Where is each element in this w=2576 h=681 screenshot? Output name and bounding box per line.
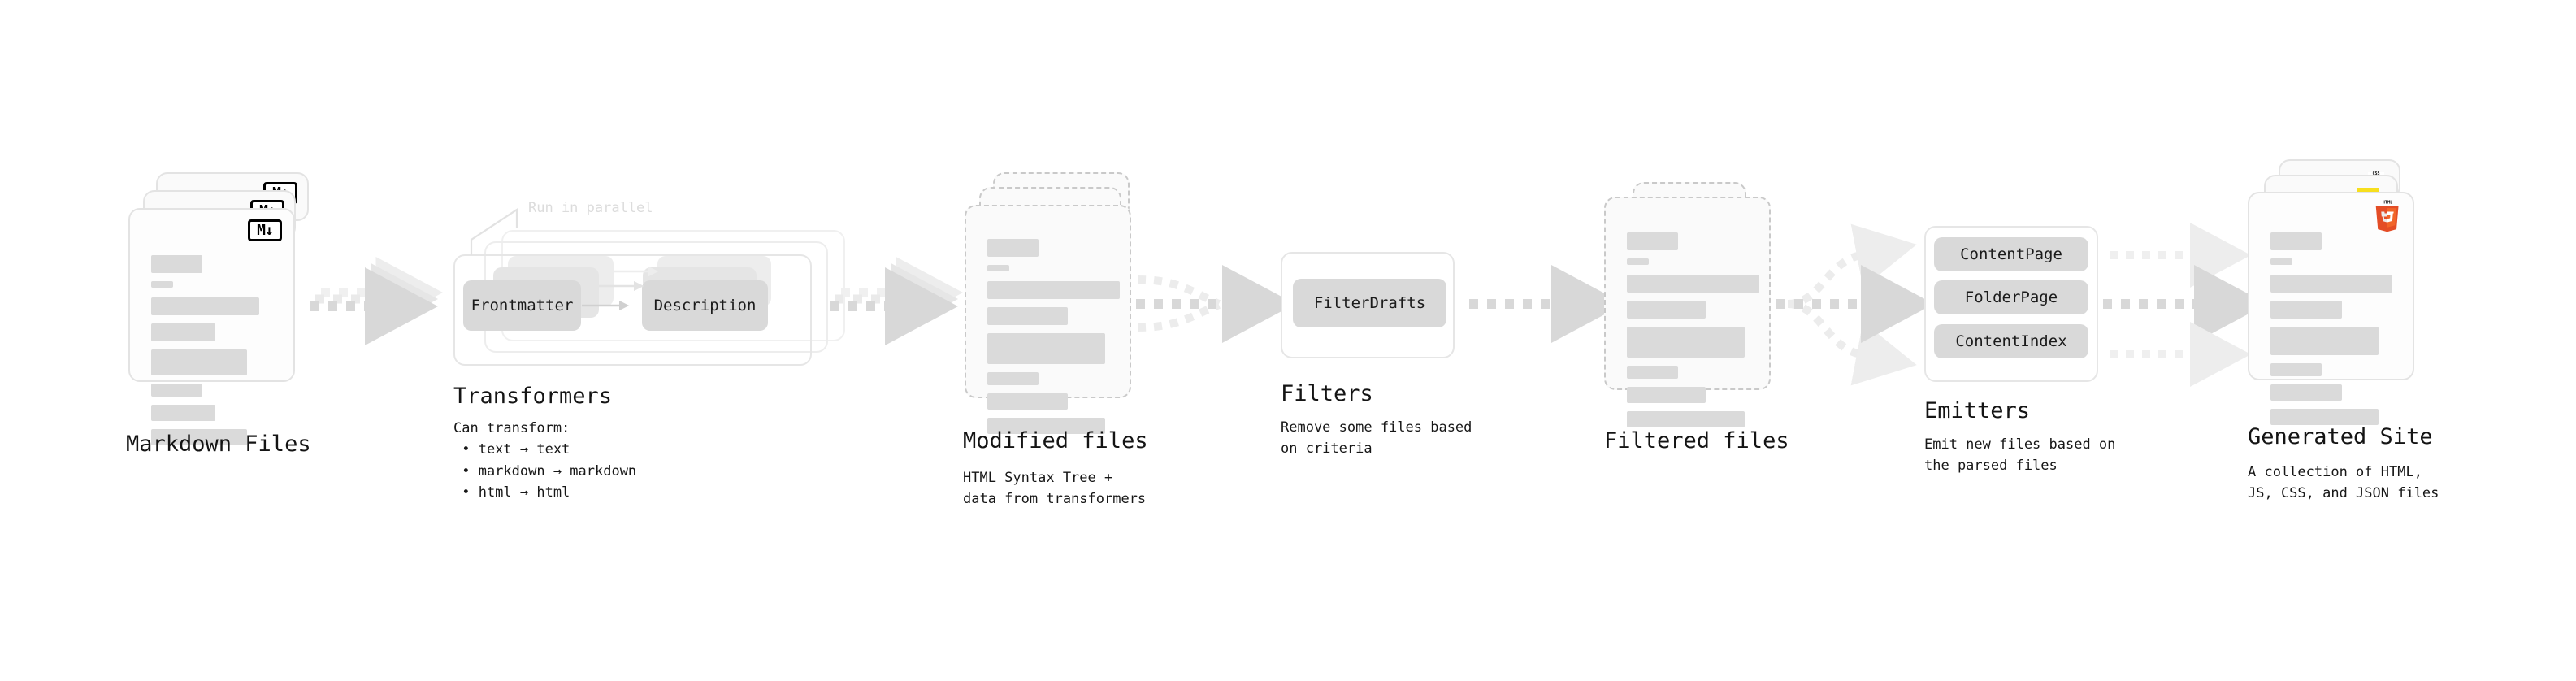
css3-icon-label: CSS	[2372, 171, 2380, 176]
transformer-chip-frontmatter[interactable]: Frontmatter	[463, 280, 581, 331]
markdown-card-front: M↓	[128, 208, 295, 445]
page-title-filtered-files: Filtered files	[1604, 428, 1789, 453]
filters-subtitle: Remove some files based on criteria	[1281, 419, 1472, 458]
modified-files-subtitle: HTML Syntax Tree + data from transformer…	[963, 470, 1147, 508]
modified-card-front	[965, 205, 1131, 434]
svg-text:HTML: HTML	[2383, 201, 2392, 206]
connector-filtered-to-emitters	[1776, 223, 1934, 386]
emitters-subtitle: Emit new files based on the parsed files	[1924, 436, 2116, 475]
document-lines	[987, 239, 1120, 442]
emitter-chip-contentindex-label: ContentIndex	[1955, 332, 2067, 350]
generated-site-subtitle: A collection of HTML, JS, CSS, and JSON …	[2248, 464, 2439, 502]
connector-emitters-to-site	[2103, 223, 2267, 387]
page-title-modified-files: Modified files	[963, 428, 1148, 453]
page-title-generated-site: Generated Site	[2248, 424, 2433, 449]
markdown-icon: M↓	[248, 219, 282, 241]
emitter-chip-folderpage[interactable]: FolderPage	[1934, 280, 2088, 314]
emitter-chip-contentpage-label: ContentPage	[1960, 245, 2062, 263]
transformer-chip-frontmatter-label: Frontmatter	[471, 297, 574, 314]
document-lines	[151, 255, 274, 453]
generated-card-html: HTML	[2248, 192, 2414, 425]
run-in-parallel-bracket	[470, 207, 518, 255]
connector-md-to-transformers	[310, 257, 443, 345]
page-title-markdown-files: Markdown Files	[126, 432, 311, 457]
transformer-chip-description[interactable]: Description	[642, 280, 768, 331]
page-title-filters: Filters	[1281, 381, 1373, 406]
emitter-chip-contentpage[interactable]: ContentPage	[1934, 237, 2088, 271]
transformers-subtitle: Can transform: • text → text • markdown …	[453, 420, 637, 501]
transformers-box-front	[453, 254, 812, 366]
html5-icon: HTML	[2375, 201, 2399, 232]
run-in-parallel-label: Run in parallel	[528, 200, 653, 216]
connector-modified-to-filters	[1136, 265, 1295, 343]
filter-chip-filterdrafts[interactable]: FilterDrafts	[1293, 279, 1446, 327]
emitter-chip-contentindex[interactable]: ContentIndex	[1934, 324, 2088, 358]
page-title-emitters: Emitters	[1924, 398, 2031, 423]
transformer-inner-arrows	[582, 266, 659, 311]
filter-chip-filterdrafts-label: FilterDrafts	[1313, 294, 1426, 312]
page-title-transformers: Transformers	[453, 384, 613, 409]
emitter-chip-folderpage-label: FolderPage	[1964, 288, 2058, 306]
document-lines	[2270, 232, 2393, 433]
transformer-chip-description-label: Description	[653, 297, 757, 314]
document-lines	[1627, 232, 1759, 436]
filtered-card-front	[1604, 197, 1771, 427]
